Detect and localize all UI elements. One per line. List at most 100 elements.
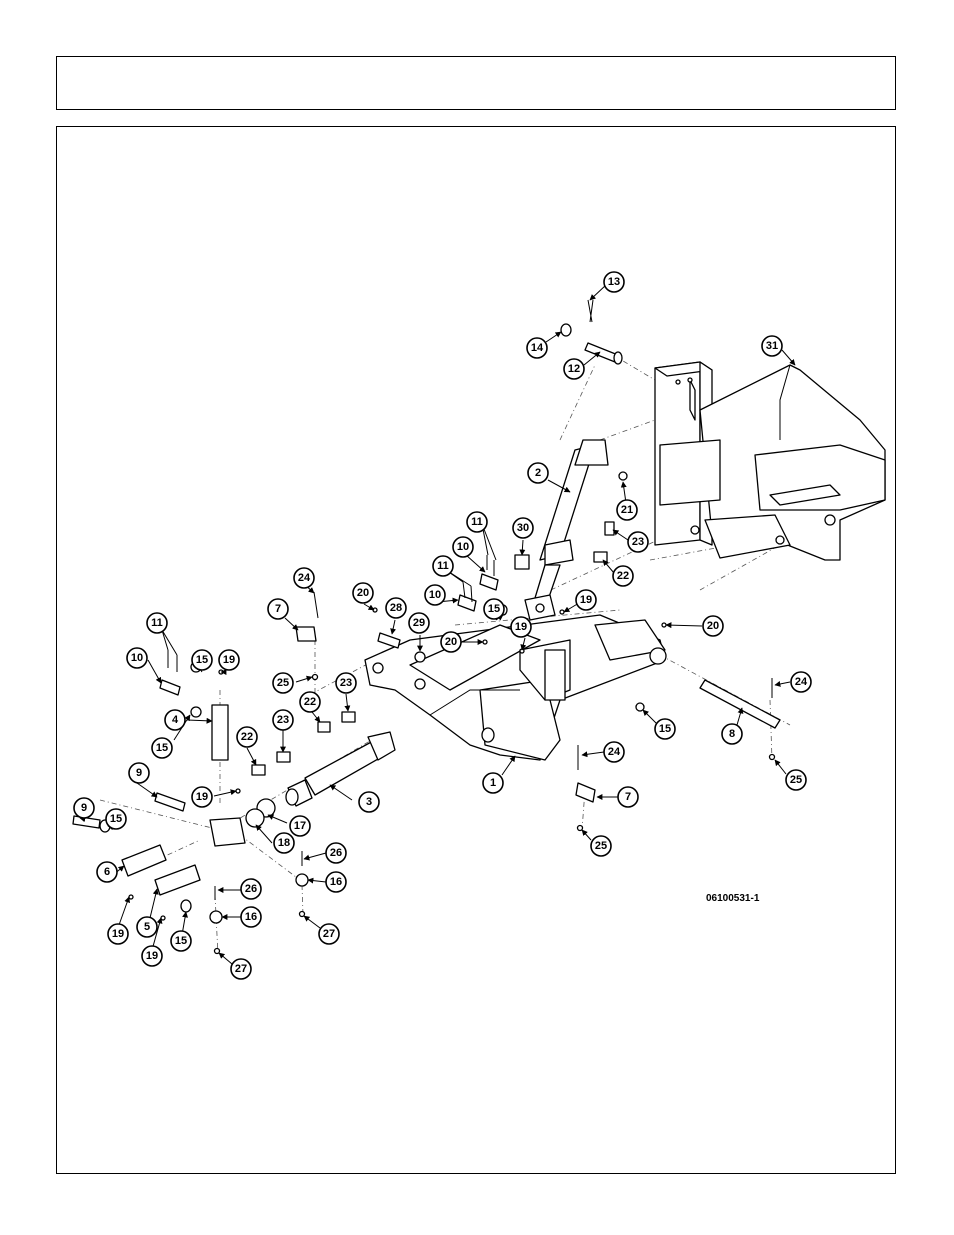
callout-8: 8 [721,723,743,745]
part-11-pins-left [167,650,178,672]
callout-23-mid: 23 [335,672,357,694]
part-15-bushing-c [190,706,202,718]
svg-text:26: 26 [245,883,257,895]
svg-text:11: 11 [151,617,163,629]
svg-text:12: 12 [568,363,580,375]
part-23-fitting-upper [604,521,615,536]
callout-11-middle: 11 [432,555,454,577]
svg-text:19: 19 [515,621,527,633]
svg-text:13: 13 [608,276,620,288]
svg-text:10: 10 [131,652,143,664]
svg-text:15: 15 [110,813,122,825]
upper-cylinder [524,439,609,621]
callout-30: 30 [512,517,534,539]
svg-text:1: 1 [490,777,496,789]
part-18-seal [245,808,265,828]
part-6-link [121,844,167,877]
callout-6: 6 [96,861,118,883]
svg-text:23: 23 [340,677,352,689]
svg-text:16: 16 [330,876,342,888]
callouts: 13 14 12 31 2 21 23 22 30 11 10 11 10 15… [73,271,812,980]
svg-text:22: 22 [241,731,253,743]
clevis [209,817,246,847]
callout-19-left-upper: 19 [218,649,240,671]
part-10-pin-middle [457,594,477,612]
frame-assembly [654,361,886,561]
callout-23-lower: 23 [272,709,294,731]
callout-19-lower-a: 19 [107,923,129,945]
callout-11-left: 11 [146,612,168,634]
part-7-bushing-left [295,626,317,642]
svg-text:15: 15 [196,654,208,666]
part-28-pin [377,632,401,649]
svg-text:22: 22 [304,696,316,708]
callout-24-right: 24 [790,671,812,693]
callout-15-right: 15 [654,718,676,740]
svg-text:19: 19 [580,594,592,606]
callout-22-lower: 22 [236,726,258,748]
lower-cylinder [285,731,396,807]
boom-arm [364,614,667,761]
callout-23-upper: 23 [627,531,649,553]
leader-lines [79,284,796,965]
part-11-pins-upper [486,555,495,576]
callout-1: 1 [482,772,504,794]
callout-24-left: 24 [293,567,315,589]
part-5-link [154,864,201,896]
callout-12: 12 [563,358,585,380]
callout-13: 13 [603,271,625,293]
part-22-fitting-lower [251,764,266,776]
callout-25-right: 25 [785,769,807,791]
svg-text:10: 10 [457,541,469,553]
part-23-fitting-lower [276,751,291,763]
content-box [56,126,896,1174]
part-21-cap [618,471,628,481]
svg-text:26: 26 [330,847,342,859]
svg-text:15: 15 [488,603,500,615]
callout-19-left-mid: 19 [191,786,213,808]
callout-26-upper: 26 [325,842,347,864]
svg-text:7: 7 [275,603,281,615]
callout-25-center: 25 [590,835,612,857]
part-15-bushing-a [635,702,645,712]
callout-20-left: 20 [352,582,374,604]
svg-text:3: 3 [366,796,372,808]
svg-text:20: 20 [445,636,457,648]
callout-11-upper: 11 [466,511,488,533]
callout-19-center: 19 [510,616,532,638]
svg-text:15: 15 [175,935,187,947]
callout-10-left: 10 [126,647,148,669]
callout-19-lower-b: 19 [141,945,163,967]
header-box [56,56,896,110]
part-24-bolt-left [313,591,319,619]
callout-21: 21 [616,499,638,521]
svg-text:9: 9 [136,767,142,779]
part-29-nut [414,651,426,663]
callout-15-left-mid: 15 [151,737,173,759]
callout-20-right: 20 [702,615,724,637]
callout-7-right: 7 [617,786,639,808]
svg-text:7: 7 [625,791,631,803]
callout-25-left: 25 [272,672,294,694]
svg-text:23: 23 [632,536,644,548]
callout-29: 29 [408,612,430,634]
part-16-bushing-b [209,910,223,924]
svg-text:9: 9 [81,802,87,814]
svg-text:14: 14 [531,342,544,354]
callout-9-lower: 9 [73,797,95,819]
svg-text:25: 25 [277,677,289,689]
svg-text:24: 24 [795,676,808,688]
part-8-pin [699,679,781,729]
svg-text:6: 6 [104,866,110,878]
svg-text:18: 18 [278,837,290,849]
upper-pin-parts [560,299,623,365]
svg-text:22: 22 [617,570,629,582]
part-7-bushing-right [575,782,596,803]
svg-text:30: 30 [517,522,529,534]
callout-22-mid: 22 [299,691,321,713]
callout-15-bottom: 15 [170,930,192,952]
svg-text:27: 27 [323,928,335,940]
svg-text:23: 23 [277,714,289,726]
svg-text:19: 19 [223,654,235,666]
